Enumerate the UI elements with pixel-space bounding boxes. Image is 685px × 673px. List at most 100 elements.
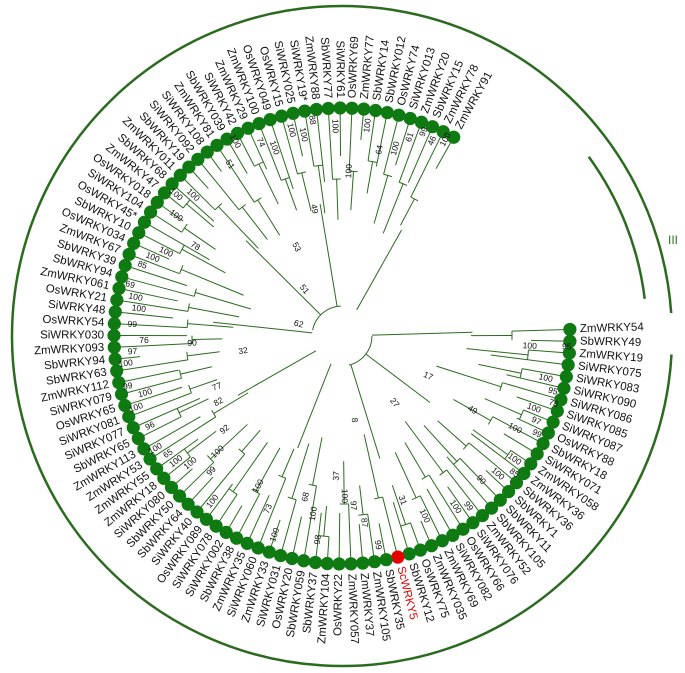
clade-arcs — [10, 4, 673, 668]
clade-label-iii: III — [668, 233, 678, 247]
leaf-node — [403, 111, 417, 126]
leaf-node — [379, 553, 393, 567]
bootstrap-value: 51 — [223, 157, 237, 171]
branch — [470, 433, 520, 471]
branch — [419, 495, 441, 536]
branch-join — [453, 457, 461, 465]
bootstrap-value: 69 — [124, 278, 136, 290]
branch — [184, 227, 216, 250]
branch — [316, 115, 326, 183]
leaf-node — [536, 436, 550, 451]
bootstrap-value: 99 — [417, 125, 430, 138]
branch — [168, 456, 191, 475]
leaf-node — [414, 115, 429, 129]
leaf-node — [220, 132, 234, 146]
leaf-label: ZmWRKY093 — [34, 342, 105, 357]
leaf-node — [190, 505, 204, 519]
branch — [122, 359, 188, 371]
bootstrap-value: 100 — [490, 465, 507, 482]
branch — [407, 132, 431, 183]
branch — [191, 476, 214, 501]
bootstrap-value: 49 — [466, 403, 479, 417]
bootstrap-value: 78 — [189, 239, 203, 253]
leaf-node — [530, 447, 544, 461]
leaf-node — [550, 404, 564, 418]
branch — [437, 420, 467, 447]
branch — [257, 199, 281, 236]
leaf-node — [446, 528, 460, 542]
branch — [291, 443, 310, 499]
branch — [363, 434, 379, 499]
bootstrap-value: 100 — [181, 454, 198, 471]
leaf-node — [425, 120, 440, 134]
bootstrap-value: 37 — [331, 471, 341, 481]
leaf-node — [368, 103, 383, 118]
branch-join — [176, 408, 182, 418]
bootstrap-value: 98 — [312, 534, 323, 545]
branch — [485, 470, 505, 488]
leaf-label: SbWRKY49 — [580, 336, 642, 349]
branch — [189, 379, 218, 390]
branch — [521, 368, 561, 377]
branch — [195, 292, 252, 310]
branch — [209, 483, 233, 515]
branch — [229, 144, 248, 174]
branch-join — [504, 450, 512, 460]
leaf-node — [164, 480, 179, 494]
branch — [250, 133, 268, 170]
branch — [187, 351, 220, 357]
clade-arc-iii — [587, 155, 646, 299]
branch — [466, 348, 529, 356]
branch — [187, 323, 234, 328]
branch-join — [383, 173, 393, 178]
branch-join — [253, 197, 262, 203]
branch — [270, 519, 281, 547]
branch — [404, 421, 444, 473]
bootstrap-value: 87 — [359, 517, 370, 528]
branch — [122, 300, 189, 312]
leaf-node — [357, 102, 371, 116]
branch-join — [462, 442, 470, 450]
branch — [359, 485, 364, 515]
branch — [523, 409, 548, 421]
branch — [472, 429, 509, 456]
branch — [420, 520, 430, 541]
bootstrap-value: 100 — [448, 498, 464, 516]
bootstrap-value: 99 — [204, 464, 218, 478]
leaf-label: ZmWRKY19 — [579, 348, 644, 365]
branch — [468, 442, 513, 480]
backbone-branch — [356, 229, 403, 311]
branch-join — [518, 409, 524, 420]
leaf-node — [132, 226, 146, 240]
branch — [228, 505, 243, 528]
bootstrap-value: 74 — [255, 136, 268, 149]
bootstrap-value: 96 — [143, 419, 156, 432]
leaf-node — [563, 322, 577, 337]
leaf-node — [541, 426, 555, 440]
bootstrap-value: 64 — [373, 144, 385, 156]
leaf-node — [172, 489, 187, 503]
bootstrap-value: 100 — [330, 119, 340, 134]
bootstrap-value: 97 — [349, 501, 360, 511]
bootstrap-value: 100 — [128, 291, 144, 303]
bootstrap-value: 99 — [373, 539, 384, 550]
branch — [192, 171, 209, 189]
bootstrap-value: 100 — [307, 506, 319, 522]
branch — [121, 356, 141, 360]
leaf-node — [320, 556, 334, 571]
branch — [382, 496, 397, 552]
bootstrap-value: 49 — [309, 203, 321, 215]
backbone-branch — [297, 363, 332, 449]
bootstrap-value: 90 — [475, 473, 489, 487]
branch — [121, 311, 174, 319]
leaf-node — [110, 364, 124, 378]
bootstrap-value: 100 — [128, 400, 145, 414]
branch — [168, 196, 184, 209]
branch — [378, 523, 386, 554]
leaf-node — [118, 258, 132, 273]
branch-join — [400, 522, 411, 527]
branch — [426, 488, 451, 531]
leaf-node — [241, 121, 255, 135]
branch — [284, 178, 298, 211]
bootstrap-value: 100 — [298, 127, 311, 143]
